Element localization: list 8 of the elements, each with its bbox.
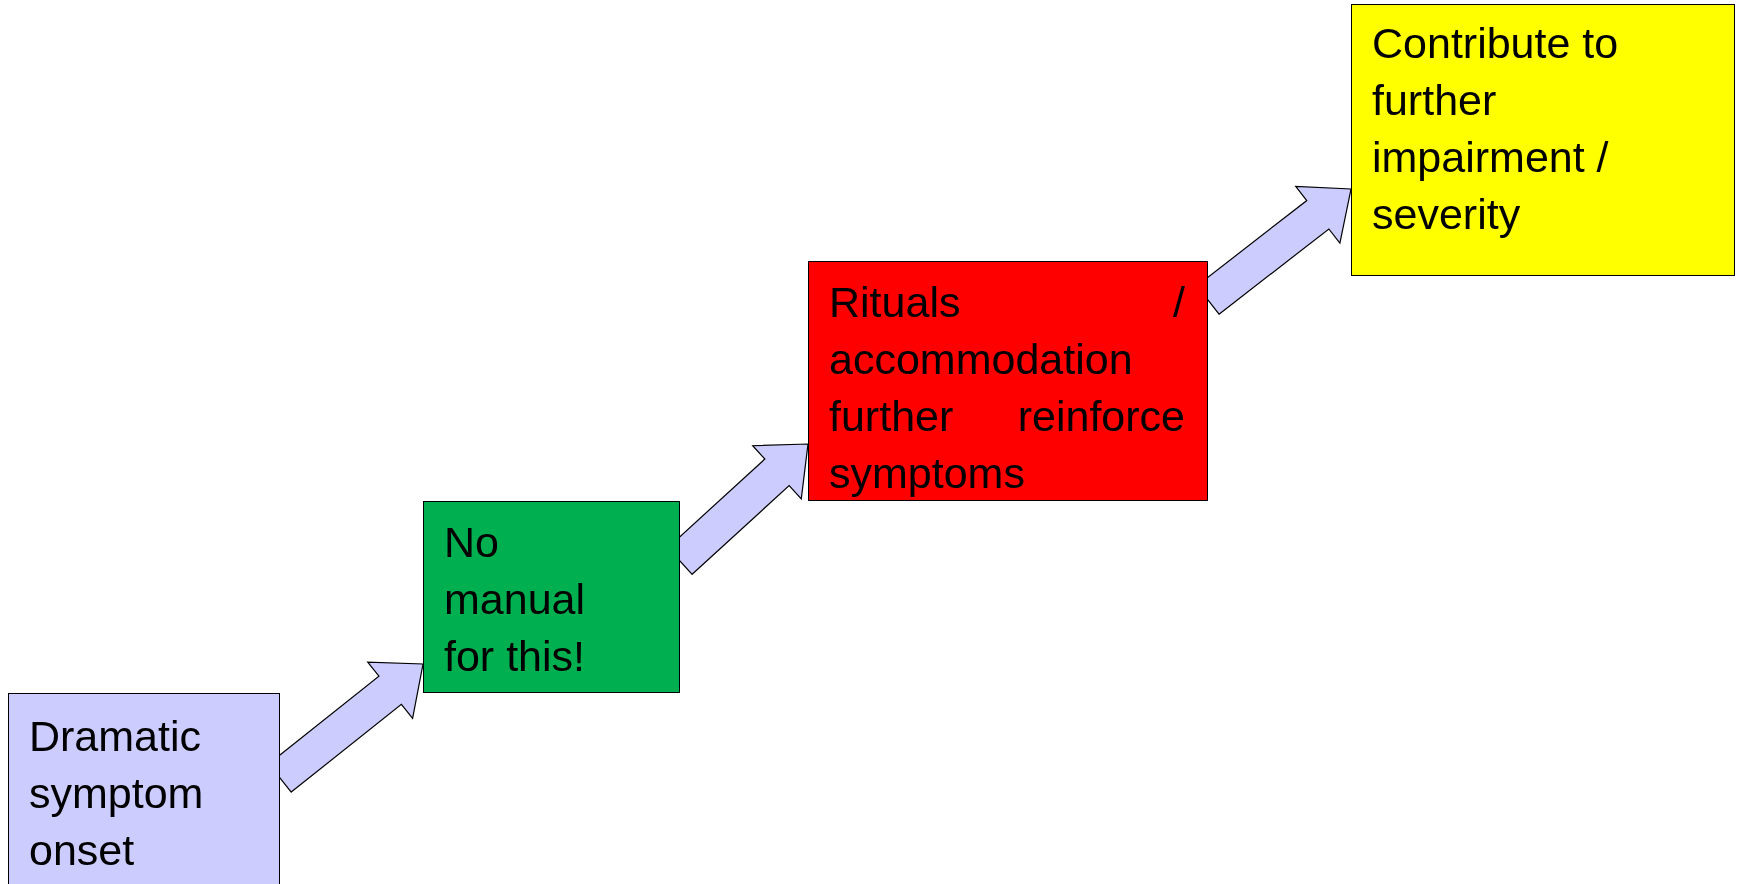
process-box: [423, 501, 680, 693]
box-text: No manual for this!: [444, 517, 587, 682]
start-box: [8, 693, 280, 884]
box-text: Dramatic symptom onset: [29, 711, 205, 876]
box-text: Contribute to further impairment / severity: [1372, 18, 1620, 240]
box-text: Rituals / accommodation further reinforce symptoms: [829, 277, 1185, 499]
process-box: [808, 261, 1208, 501]
result-box: [1351, 4, 1735, 276]
